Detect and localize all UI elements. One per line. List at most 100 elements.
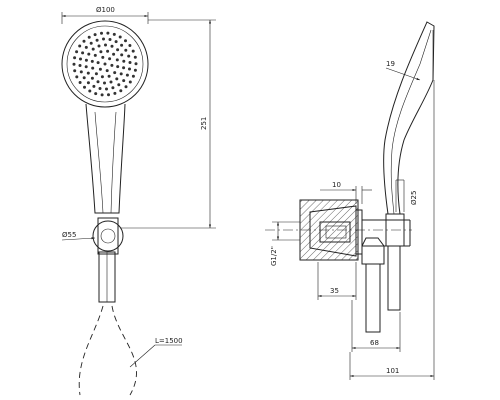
- nozzle-dot: [91, 47, 95, 51]
- nozzle-dot: [94, 92, 98, 96]
- side-hose: [365, 263, 381, 333]
- handle-inner-line: [94, 111, 104, 214]
- nozzle-dot: [97, 44, 101, 48]
- nozzle-dot: [87, 52, 91, 56]
- nozzle-dot: [91, 66, 95, 70]
- nozzle-dot: [82, 39, 86, 43]
- side-shower-head: [383, 21, 435, 215]
- nozzle-dot: [98, 87, 102, 90]
- dim-holder-diameter: Ø55: [62, 231, 76, 239]
- nozzle-dot: [93, 53, 97, 57]
- nozzle-dot: [124, 48, 128, 52]
- nozzle-dot: [131, 74, 135, 78]
- nozzle-dot: [115, 77, 119, 81]
- dim-overall-length: 251: [200, 117, 208, 130]
- nozzle-dot: [88, 89, 92, 93]
- nozzle-dot: [122, 66, 126, 70]
- nozzle-dot: [84, 45, 88, 49]
- nozzle-dot: [96, 80, 100, 84]
- wall-holder-inner: [100, 228, 116, 244]
- nozzle-dot: [105, 87, 108, 91]
- nozzle-dot: [72, 62, 76, 66]
- dim-thread: G1/2": [270, 246, 278, 266]
- dim-wall-offset: 35: [330, 287, 339, 295]
- side-hose-nut: [361, 237, 385, 265]
- nozzle-dot: [120, 53, 124, 57]
- nozzle-dot: [84, 58, 88, 62]
- nozzle-dot: [102, 37, 105, 41]
- nozzle-dot: [106, 31, 110, 35]
- nozzle-dot: [83, 85, 86, 89]
- handle-outline: [85, 103, 126, 214]
- nozzle-dot: [82, 76, 86, 80]
- dim-hose-length: L=1500: [155, 337, 183, 345]
- nozzle-dot: [100, 75, 104, 79]
- nozzle-dot: [73, 56, 77, 60]
- nozzle-dot: [86, 81, 90, 85]
- nozzle-dot: [134, 62, 138, 66]
- dim-projection-mid: 68: [370, 339, 379, 347]
- dim-head-diameter: Ø100: [96, 6, 115, 14]
- shower-head-inner: [66, 25, 144, 103]
- nozzle-dot: [114, 40, 118, 44]
- nozzle-dot: [124, 39, 127, 43]
- nozzle-dot: [92, 84, 96, 88]
- nozzle-dot: [110, 63, 114, 67]
- nozzle-dot: [115, 58, 119, 62]
- nozzle-dot: [78, 64, 82, 67]
- nozzle-dot: [94, 72, 98, 76]
- nozzle-dot: [99, 50, 103, 54]
- nozzle-dot: [100, 93, 104, 97]
- nozzle-dot: [95, 38, 99, 42]
- nozzle-dot: [103, 81, 106, 85]
- nozzle-dot: [131, 49, 135, 53]
- nozzle-dot: [100, 31, 103, 35]
- nozzle-dot: [133, 68, 137, 72]
- nozzle-dot: [87, 35, 91, 39]
- nozzle-dot: [113, 71, 117, 75]
- dim-angle: 19: [386, 60, 395, 68]
- side-handle-tube: [387, 245, 401, 311]
- nozzle-dot: [75, 50, 79, 54]
- nozzle-dot: [125, 73, 129, 77]
- nozzle-dot: [96, 61, 100, 65]
- nozzle-dot: [79, 70, 83, 74]
- nozzle-dot: [105, 69, 109, 73]
- nozzle-dot: [90, 59, 94, 63]
- nozzle-dot: [107, 74, 111, 78]
- nozzle-dot: [119, 72, 123, 76]
- nozzle-dot: [122, 59, 126, 63]
- nozzle-dot: [124, 85, 128, 89]
- nozzle-dot: [116, 48, 120, 52]
- nozzle-dots: [72, 31, 138, 97]
- nozzle-dot: [109, 80, 113, 84]
- nozzle-dot: [81, 51, 85, 55]
- front-view: Ø100 251 Ø55 L=1500: [61, 6, 216, 396]
- nozzle-dot: [119, 89, 123, 93]
- nozzle-dot: [127, 54, 131, 58]
- nozzle-dot: [133, 55, 137, 59]
- nozzle-dot: [106, 49, 110, 53]
- nozzle-dot: [89, 41, 93, 45]
- nozzle-dot: [108, 57, 112, 61]
- dim-hose-diameter: Ø25: [410, 191, 418, 205]
- nozzle-dot: [113, 91, 117, 95]
- nozzle-dot: [98, 67, 102, 71]
- hose-dashed-2: [111, 305, 137, 396]
- nozzle-dot: [118, 35, 122, 39]
- nozzle-dot: [112, 32, 116, 36]
- nozzle-dot: [116, 65, 120, 69]
- dim-projection-total: 101: [386, 367, 399, 375]
- nozzle-dot: [122, 79, 126, 83]
- nozzle-dot: [117, 83, 121, 87]
- dim-holder-depth: 10: [332, 181, 341, 189]
- nozzle-dot: [90, 76, 94, 80]
- side-holder-body: [309, 205, 357, 257]
- nozzle-dot: [86, 71, 90, 75]
- nozzle-dot: [84, 65, 88, 69]
- nozzle-dot: [79, 57, 82, 61]
- nozzle-dot: [110, 44, 114, 48]
- nozzle-dot: [78, 44, 82, 48]
- holder-neck: [97, 217, 119, 255]
